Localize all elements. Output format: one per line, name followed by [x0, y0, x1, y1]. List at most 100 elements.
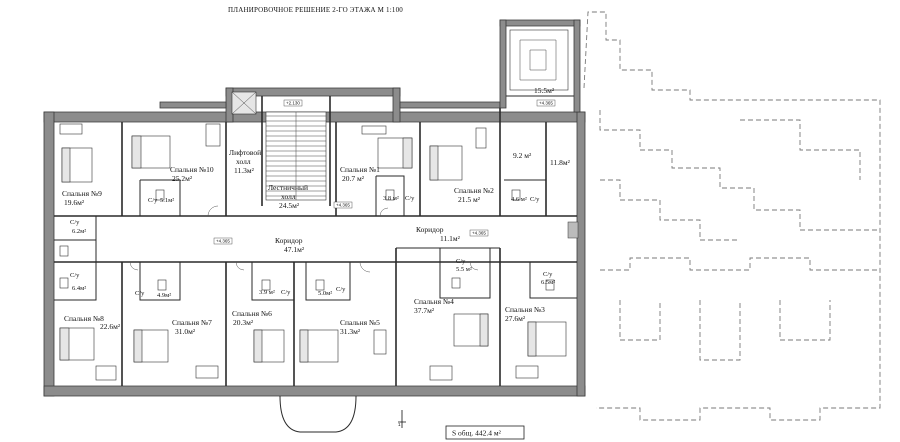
door-arcs [129, 205, 479, 273]
bay-window [279, 395, 357, 433]
room-label-15-5: 15.5м² [534, 86, 555, 95]
room-label-bedroom5: Спальня №5 31.3м² [340, 318, 380, 336]
room-label-bedroom2: Спальня №2 21.5 м² [454, 186, 494, 204]
room-label-stair-hall: Лестничный холл 24.5м² [268, 183, 308, 210]
level-mark: +4.365 [469, 229, 489, 237]
svg-text:5.1м²: 5.1м² [160, 197, 174, 204]
svg-text:С/у: С/у [70, 219, 80, 226]
svg-text:+4.365: +4.365 [472, 231, 486, 236]
room-label-bedroom7: Спальня №7 31.0м² [172, 318, 212, 336]
svg-text:Спальня №1: Спальня №1 [340, 165, 380, 174]
level-mark: +4.365 [213, 237, 233, 245]
shaft-grille [567, 221, 579, 239]
svg-text:холл: холл [236, 157, 251, 166]
svg-text:Спальня №9: Спальня №9 [62, 189, 102, 198]
bed [429, 145, 463, 181]
partitions [54, 95, 577, 386]
svg-text:31.0м²: 31.0м² [175, 327, 196, 336]
svg-text:Спальня №5: Спальня №5 [340, 318, 380, 327]
room-label-wc-6-4: С/у 6.4м² [70, 272, 86, 292]
svg-text:Коридор: Коридор [275, 236, 303, 245]
svg-text:Спальня №8: Спальня №8 [64, 314, 104, 323]
svg-text:Спальня №4: Спальня №4 [414, 297, 454, 306]
outer-walls [43, 19, 586, 397]
svg-text:Спальня №10: Спальня №10 [170, 165, 214, 174]
total-area-box: S общ. 442.4 м² [445, 425, 525, 440]
bed [527, 321, 567, 357]
room-label-corridor-main: Коридор 47.1м² [275, 236, 305, 254]
section-cut-label: 1 [398, 422, 401, 427]
room-label-corridor-right: Коридор 11.1м² [416, 225, 461, 243]
svg-text:6.5м²: 6.5м² [541, 279, 555, 286]
svg-text:4.9м²: 4.9м² [157, 292, 171, 299]
svg-text:3.9 м²: 3.9 м² [259, 289, 275, 296]
room-label-wc-6-5: С/у 6.5м² [541, 271, 555, 286]
room-label-wc-6-2: С/у 6.2м² [70, 219, 86, 235]
room-label-wc-4-6: 4.6 м² С/у [511, 196, 540, 203]
svg-text:6.4м²: 6.4м² [72, 285, 86, 292]
bed [59, 327, 95, 361]
room-label-11-8: 11.8м² [550, 158, 571, 167]
tower-staircase [509, 29, 569, 91]
level-mark: +4.365 [333, 201, 353, 209]
toilet [59, 189, 555, 291]
bed [253, 329, 285, 363]
svg-text:27.6м²: 27.6м² [505, 314, 526, 323]
room-label-wc-5-5: С/у 5.5 м² [456, 258, 472, 273]
svg-text:С/у: С/у [456, 258, 466, 265]
bed [453, 313, 489, 347]
svg-text:S общ. 442.4 м²: S общ. 442.4 м² [452, 429, 502, 438]
svg-text:Коридор: Коридор [416, 225, 444, 234]
svg-text:47.1м²: 47.1м² [284, 245, 305, 254]
svg-text:25.2м²: 25.2м² [172, 174, 193, 183]
level-mark: +4.365 [536, 99, 556, 107]
svg-text:5.0м²: 5.0м² [318, 290, 332, 297]
svg-text:20.7 м²: 20.7 м² [342, 174, 365, 183]
room-label-bedroom10: Спальня №10 25.2м² [170, 165, 214, 183]
bed [377, 137, 413, 169]
room-label-wc-3-9: 3.9 м² С/у [259, 289, 291, 296]
svg-text:С/у: С/у [135, 290, 145, 297]
svg-text:11.1м²: 11.1м² [440, 234, 461, 243]
svg-text:5.5 м²: 5.5 м² [456, 266, 472, 273]
svg-text:С/у: С/у [405, 195, 415, 202]
room-label-wc-3-8: 3.8 м² С/у [383, 195, 415, 202]
svg-text:холл: холл [281, 192, 296, 201]
svg-text:37.7м²: 37.7м² [414, 306, 435, 315]
room-label-wc-5-0: 5.0м² С/у [318, 286, 346, 297]
svg-text:6.2м²: 6.2м² [72, 228, 86, 235]
section-cut-mark [398, 410, 406, 428]
bed [131, 135, 171, 169]
svg-text:21.5 м²: 21.5 м² [458, 195, 481, 204]
svg-text:С/у: С/у [543, 271, 553, 278]
svg-text:11.3м²: 11.3м² [234, 166, 255, 175]
plan-title: ПЛАНИРОВОЧНОЕ РЕШЕНИЕ 2-ГО ЭТАЖА М 1:100 [228, 6, 403, 14]
main-staircase [265, 111, 327, 201]
svg-text:Спальня №3: Спальня №3 [505, 305, 545, 314]
svg-text:Спальня №2: Спальня №2 [454, 186, 494, 195]
bed [299, 329, 339, 363]
room-label-bedroom9: Спальня №9 19.6м² [62, 189, 102, 207]
desk [59, 123, 487, 149]
room-label-wc-4-9: С/у 4.9м² [135, 290, 171, 299]
svg-text:Лифтовой: Лифтовой [229, 148, 261, 157]
room-label-wc-5-1: С/у 5.1м² [148, 197, 174, 204]
level-mark: +2.130 [283, 99, 303, 107]
bed [133, 329, 169, 363]
svg-text:24.5м²: 24.5м² [279, 201, 300, 210]
room-label-bedroom3: Спальня №3 27.6м² [505, 305, 545, 323]
svg-text:С/у: С/у [336, 286, 346, 293]
svg-text:19.6м²: 19.6м² [64, 198, 85, 207]
svg-text:+2.130: +2.130 [286, 101, 300, 106]
svg-text:Лестничный: Лестничный [268, 183, 308, 192]
svg-text:+4.365: +4.365 [216, 239, 230, 244]
svg-text:+4.365: +4.365 [539, 101, 553, 106]
svg-text:С/у: С/у [70, 272, 80, 279]
desk [95, 329, 539, 381]
svg-text:+4.365: +4.365 [336, 203, 350, 208]
svg-text:С/у: С/у [530, 196, 540, 203]
svg-text:22.6м²: 22.6м² [100, 322, 121, 331]
room-label-bedroom4: Спальня №4 37.7м² [414, 297, 454, 315]
room-label-bedroom1: Спальня №1 20.7 м² [340, 165, 380, 183]
